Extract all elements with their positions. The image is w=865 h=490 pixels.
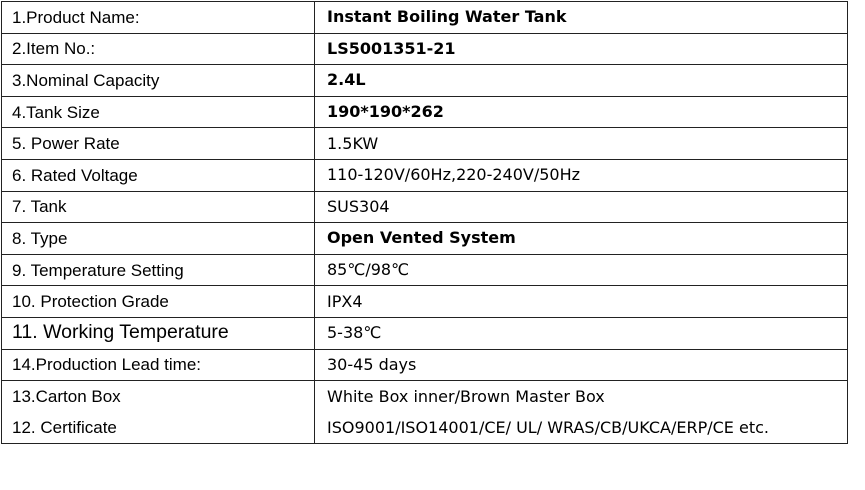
table-row: 7. Tank SUS304 (1, 190, 848, 224)
spec-label: 5. Power Rate (1, 127, 315, 160)
table-row: 12. Certificate ISO9001/ISO14001/CE/ UL/… (1, 412, 848, 445)
spec-value: 1.5KW (314, 127, 848, 160)
table-row: 4.Tank Size 190*190*262 (1, 95, 848, 129)
table-row: 13.Carton Box White Box inner/Brown Mast… (1, 380, 848, 413)
spec-value: White Box inner/Brown Master Box (314, 380, 848, 413)
table-row: 10. Protection Grade IPX4 (1, 285, 848, 318)
spec-label: 9. Temperature Setting (1, 253, 315, 287)
spec-label: 12. Certificate (1, 412, 315, 445)
spec-label: 2.Item No.: (1, 32, 315, 66)
spec-value: SUS304 (314, 190, 848, 224)
spec-value: 2.4L (314, 64, 848, 97)
table-row: 2.Item No.: LS5001351-21 (1, 32, 848, 66)
table-row: 9. Temperature Setting 85℃/98℃ (1, 253, 848, 287)
spec-label: 6. Rated Voltage (1, 158, 315, 192)
spec-value: LS5001351-21 (314, 32, 848, 66)
spec-label: 8. Type (1, 222, 315, 255)
table-row: 8. Type Open Vented System (1, 222, 848, 255)
spec-label: 11. Working Temperature (1, 316, 315, 350)
table-row: 6. Rated Voltage 110-120V/60Hz,220-240V/… (1, 158, 848, 192)
table-row: 14.Production Lead time: 30-45 days (1, 348, 848, 382)
spec-label: 1.Product Name: (1, 1, 315, 34)
spec-label: 14.Production Lead time: (1, 348, 315, 382)
spec-value: 110-120V/60Hz,220-240V/50Hz (314, 158, 848, 192)
table-row: 5. Power Rate 1.5KW (1, 127, 848, 160)
spec-label: 4.Tank Size (1, 95, 315, 129)
table-row: 3.Nominal Capacity 2.4L (1, 64, 848, 97)
spec-value: Open Vented System (314, 222, 848, 255)
table-row: 1.Product Name: Instant Boiling Water Ta… (1, 1, 848, 34)
spec-label: 10. Protection Grade (1, 285, 315, 318)
table-row: 11. Working Temperature 5-38℃ (1, 316, 848, 350)
spec-value: IPX4 (314, 285, 848, 318)
spec-label: 13.Carton Box (1, 380, 315, 413)
spec-value: 85℃/98℃ (314, 253, 848, 287)
spec-value: ISO9001/ISO14001/CE/ UL/ WRAS/CB/UKCA/ER… (314, 412, 848, 445)
spec-value: 30-45 days (314, 348, 848, 382)
spec-value: 5-38℃ (314, 316, 848, 350)
spec-label: 3.Nominal Capacity (1, 64, 315, 97)
spec-label: 7. Tank (1, 190, 315, 224)
spec-value: 190*190*262 (314, 95, 848, 129)
spec-value: Instant Boiling Water Tank (314, 1, 848, 34)
product-spec-table: 1.Product Name: Instant Boiling Water Ta… (1, 1, 848, 445)
